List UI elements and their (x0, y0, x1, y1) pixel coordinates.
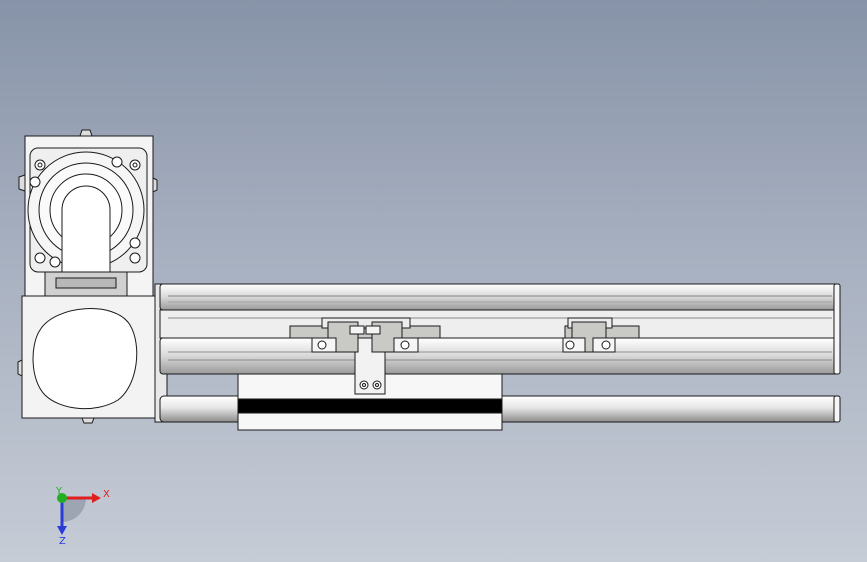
slider-block-right (562, 317, 640, 353)
coupling-bottom-tab (81, 417, 95, 424)
motor-assembly (18, 129, 158, 297)
end-cap-right-bottom (833, 395, 841, 423)
coupling-block (17, 295, 156, 424)
triad-shadow (62, 498, 86, 522)
end-cap-right-top (833, 283, 841, 375)
z-axis-arrowhead (57, 526, 67, 535)
motor-side-tab-left (18, 174, 26, 192)
bolt-icon (601, 340, 611, 350)
motor-side-tab-right (152, 177, 158, 193)
bolt-icon (375, 383, 379, 387)
bolt-icon (34, 252, 46, 264)
bolt-icon (317, 340, 327, 350)
bolt-icon (362, 383, 366, 387)
bolt-icon (565, 340, 575, 350)
x-axis-label: X (103, 489, 110, 500)
y-axis-label: Y (55, 486, 63, 497)
rail-lower (159, 337, 839, 375)
slider-block-left (289, 317, 441, 353)
z-axis-label: Z (59, 536, 66, 547)
rail-middle (159, 309, 839, 339)
motor-top-tab (79, 129, 93, 137)
bolt-icon (29, 176, 41, 188)
bolt-icon (400, 340, 410, 350)
bolt-icon (132, 162, 138, 168)
x-axis-arrowhead (92, 493, 101, 503)
bolt-icon (111, 156, 123, 168)
rail-top (159, 283, 839, 311)
bolt-icon (49, 256, 61, 268)
belt-strip (237, 398, 503, 414)
bolt-icon (129, 252, 141, 264)
motor-shaft-arm (61, 185, 111, 273)
y-axis-dot (57, 493, 67, 503)
bolt-icon (129, 237, 141, 249)
coupling-side-tab (17, 359, 23, 377)
carriage (237, 337, 503, 431)
coordinate-triad: X Y Z (55, 486, 110, 547)
bolt-icon (37, 162, 43, 168)
coupling-pulley-outline (32, 308, 138, 410)
motor-base-cap (55, 277, 117, 289)
